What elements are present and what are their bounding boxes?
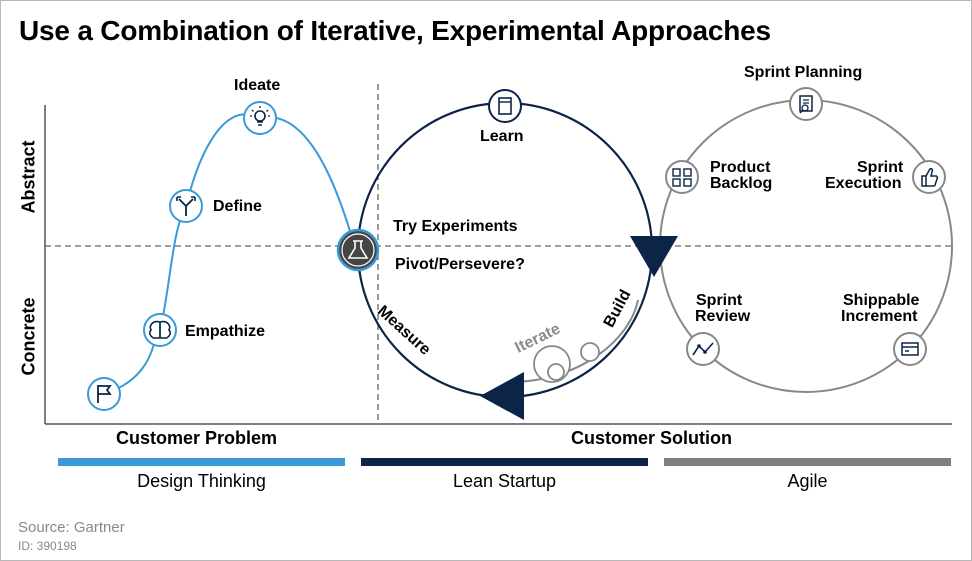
- product-backlog-label-line2: Backlog: [710, 175, 773, 192]
- flag-icon: [87, 377, 121, 411]
- agile-band: [664, 458, 951, 466]
- thumbs-up-icon: [912, 160, 946, 194]
- page-title: Use a Combination of Iterative, Experime…: [19, 15, 771, 46]
- lean-startup-band: [361, 458, 648, 466]
- design-thinking-curve: [103, 113, 356, 395]
- step-label-ideate: Ideate: [234, 77, 281, 94]
- sprint-review-label-line1: Sprint: [696, 292, 743, 309]
- agile-label: Agile: [787, 471, 828, 491]
- lean-startup-label: Lean Startup: [452, 471, 557, 491]
- measure-arrowhead: [480, 372, 524, 420]
- document-icon: [488, 89, 522, 123]
- build-arrowhead: [630, 236, 678, 277]
- axis-label-abstract: Abstract: [18, 140, 39, 214]
- iterate-bubble-small: [547, 363, 565, 381]
- learn-label: Learn: [480, 128, 524, 145]
- planning-icon: [789, 87, 823, 121]
- shippable-increment-label-line1: Shippable: [843, 292, 920, 309]
- document-id: ID: 390198: [18, 539, 77, 553]
- axis-label-concrete: Concrete: [18, 297, 39, 376]
- shippable-increment-label-line2: Increment: [841, 308, 918, 325]
- design-thinking-label: Design Thinking: [137, 471, 266, 491]
- try-experiments-label: Try Experiments: [393, 218, 518, 235]
- iterate-bubble-oval: [580, 342, 600, 362]
- package-icon: [893, 332, 927, 366]
- step-label-empathize: Empathize: [185, 323, 266, 340]
- step-label-define: Define: [213, 198, 262, 215]
- sprint-execution-label-line2: Execution: [825, 175, 902, 192]
- customer-problem-label: Customer Problem: [116, 428, 278, 448]
- lean-startup-cycle: [356, 101, 654, 399]
- sprint-planning-label: Sprint Planning: [744, 64, 863, 81]
- sprint-review-label-line2: Review: [695, 308, 751, 325]
- design-thinking-band: [58, 458, 345, 466]
- customer-solution-label: Customer Solution: [571, 428, 732, 448]
- pivot-persevere-label: Pivot/Persevere?: [395, 256, 525, 273]
- split-arrows-icon: [169, 189, 203, 223]
- sprint-execution-label-line1: Sprint: [857, 159, 904, 176]
- source-note: Source: Gartner: [18, 519, 125, 536]
- product-backlog-label-line1: Product: [710, 159, 771, 176]
- beaker-icon: [336, 228, 380, 272]
- trend-line-icon: [686, 332, 720, 366]
- checklist-icon: [665, 160, 699, 194]
- lightbulb-icon: [243, 101, 277, 135]
- brain-icon: [143, 313, 177, 347]
